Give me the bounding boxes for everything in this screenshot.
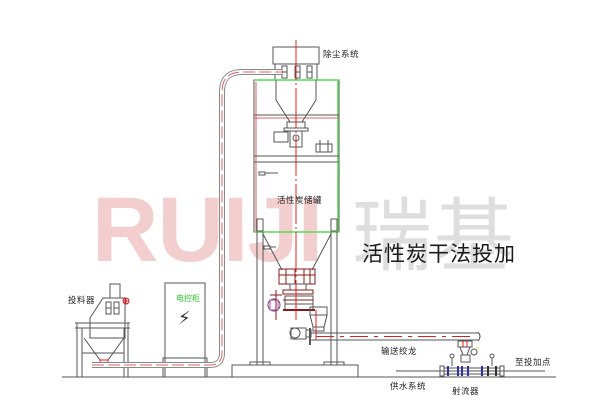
- label-dust-collection: 除尘系统: [323, 50, 360, 60]
- vibrating-screen: [278, 268, 316, 285]
- label-screw-conveyor: 输送绞龙: [381, 347, 418, 357]
- diagram-title: 活性炭干法投加: [362, 242, 516, 266]
- watermark-chinese: 瑞基: [352, 190, 516, 283]
- conveyor-motor: [289, 327, 312, 345]
- conveyor-hopper: [309, 306, 328, 340]
- rotary-valve: [267, 283, 315, 320]
- screw-conveyor: [311, 331, 481, 342]
- label-feeder: 投料器: [68, 296, 96, 306]
- conveying-pipe: [92, 69, 282, 368]
- silo-cone: [262, 233, 332, 271]
- label-water-supply: 供水系统: [390, 382, 427, 392]
- label-carbon-silo: 活性炭储罐: [277, 196, 323, 206]
- label-to-dosing-point: 至投加点: [515, 358, 552, 368]
- label-ejector: 射流器: [452, 387, 480, 397]
- label-control-cabinet: 电控柜: [176, 294, 200, 303]
- silo-legs: [231, 232, 359, 378]
- ejector-assembly: [396, 340, 545, 377]
- lightning-icon: ⚡: [178, 308, 191, 329]
- watermark-latin: RUIJI: [92, 179, 323, 281]
